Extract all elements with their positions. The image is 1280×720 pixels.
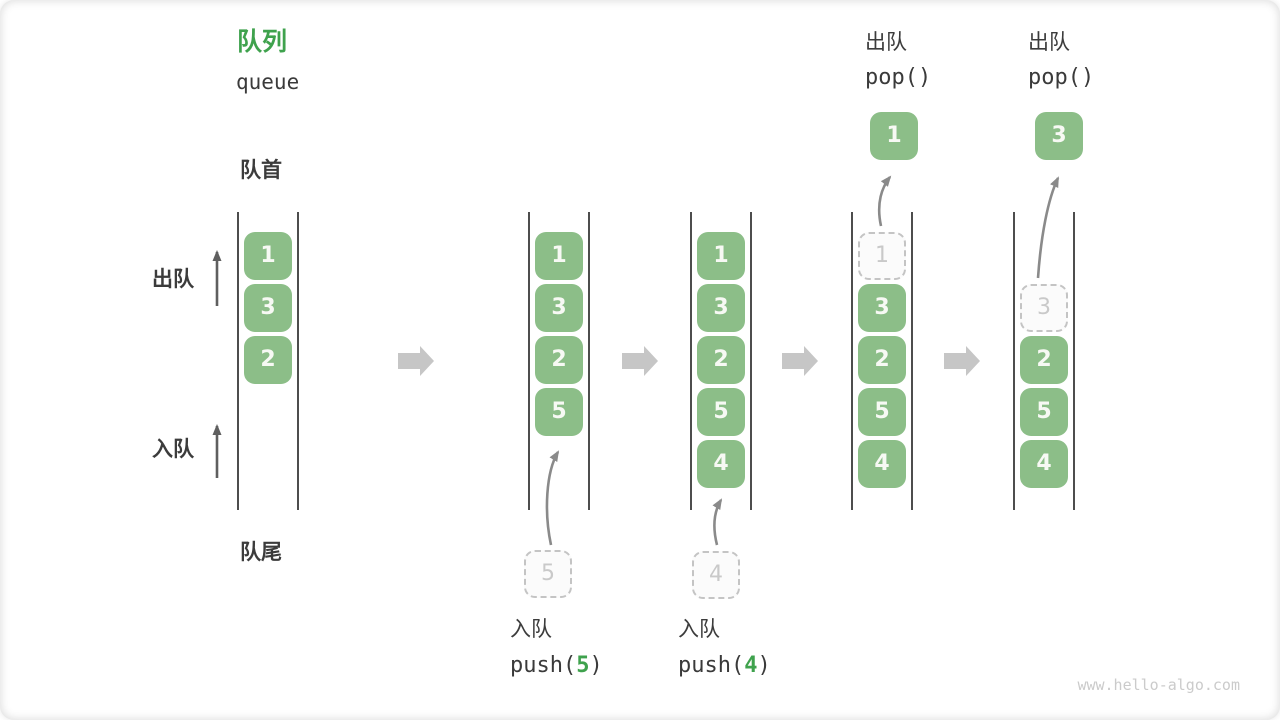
push-arg-value: 5 — [576, 653, 590, 678]
queue-cell: 3 — [858, 284, 906, 332]
push-op-label-zh: 入队 — [678, 618, 720, 641]
queue-cell: 3 — [244, 284, 292, 332]
push-op-code: push(4) — [678, 653, 771, 679]
pop-op-label-zh: 出队 — [865, 31, 907, 54]
label-enqueue-side: 入队 — [152, 438, 194, 461]
queue-cell: 1 — [697, 232, 745, 280]
label-dequeue-side: 出队 — [152, 268, 194, 291]
queue-cell: 2 — [858, 336, 906, 384]
label-queue-rear: 队尾 — [240, 541, 282, 564]
queue-cell: 4 — [1020, 440, 1068, 488]
queue-cell: 3 — [535, 284, 583, 332]
queue-cell: 5 — [535, 388, 583, 436]
pop-op-code: pop() — [865, 65, 932, 90]
push-close-paren: ) — [757, 653, 771, 678]
pop-op-code: pop() — [1028, 65, 1095, 90]
incoming-element-cell: 5 — [524, 550, 572, 598]
queue-cell: 2 — [535, 336, 583, 384]
push-close-paren: ) — [589, 653, 603, 678]
watermark: www.hello-algo.com — [1077, 676, 1240, 694]
removed-slot-cell: 3 — [1020, 284, 1068, 332]
push-arg-value: 4 — [744, 653, 758, 678]
queue-cell: 1 — [244, 232, 292, 280]
queue-channel-1: 1 3 2 — [237, 212, 299, 510]
queue-cell: 4 — [697, 440, 745, 488]
push-fn-text: push( — [510, 653, 577, 678]
state-transition-arrow-icon — [622, 346, 658, 376]
removed-slot-cell: 1 — [858, 232, 906, 280]
queue-channel-4: 1 3 2 5 4 — [851, 212, 913, 510]
diagram-title-en: queue — [236, 70, 300, 94]
pop-op-label-zh: 出队 — [1028, 31, 1070, 54]
push-op-code: push(5) — [510, 653, 603, 679]
queue-channel-3: 1 3 2 5 4 — [690, 212, 752, 510]
incoming-element-cell: 4 — [692, 551, 740, 599]
queue-cell: 5 — [697, 388, 745, 436]
queue-cell: 2 — [697, 336, 745, 384]
queue-channel-2: 1 3 2 5 — [528, 212, 590, 510]
queue-channel-5: 3 2 5 4 — [1013, 212, 1075, 510]
label-queue-front: 队首 — [240, 159, 282, 182]
popped-element-cell: 1 — [870, 112, 918, 160]
queue-cell: 2 — [244, 336, 292, 384]
queue-cell: 3 — [697, 284, 745, 332]
diagram-title-zh: 队列 — [237, 28, 288, 56]
push-op-label-zh: 入队 — [510, 618, 552, 641]
state-transition-arrow-icon — [782, 346, 818, 376]
queue-cell: 2 — [1020, 336, 1068, 384]
queue-cell: 4 — [858, 440, 906, 488]
state-transition-arrow-icon — [398, 346, 434, 376]
queue-cell: 1 — [535, 232, 583, 280]
popped-element-cell: 3 — [1035, 112, 1083, 160]
queue-cell: 5 — [858, 388, 906, 436]
state-transition-arrow-icon — [944, 346, 980, 376]
push-fn-text: push( — [678, 653, 745, 678]
queue-cell: 5 — [1020, 388, 1068, 436]
